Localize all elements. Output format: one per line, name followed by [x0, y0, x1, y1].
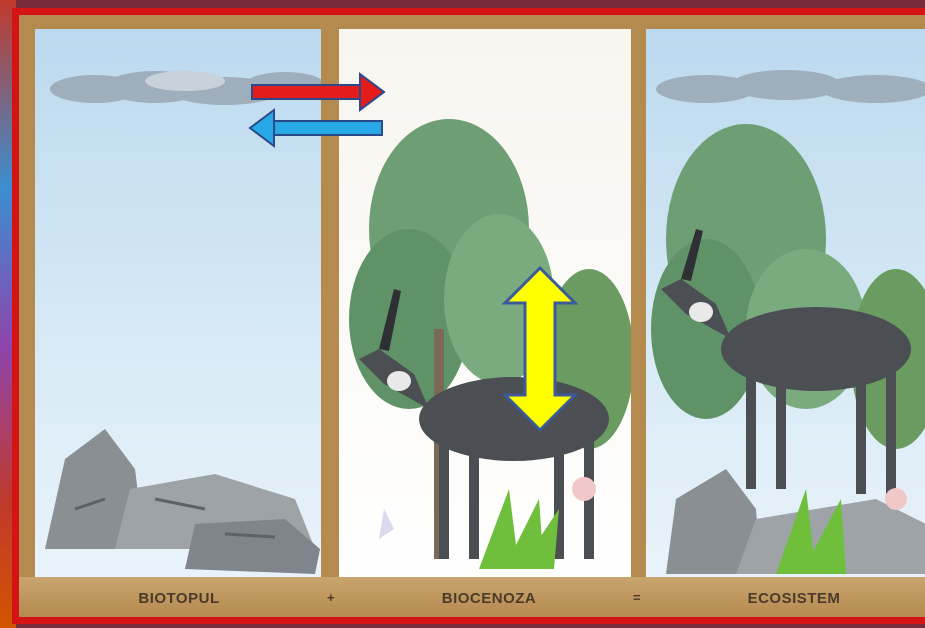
biotope-label: BIOTOPUL: [89, 590, 269, 607]
exchange-arrows: [248, 72, 388, 148]
equals-sign: =: [633, 590, 641, 605]
ecosystem-panel: [646, 29, 925, 591]
rocks: [45, 429, 320, 574]
plus-sign: +: [327, 590, 335, 605]
arrow-right-icon: [252, 74, 384, 110]
vertical-double-arrow-icon: [500, 265, 580, 433]
ecosystem-label: ECOSISTEM: [704, 590, 884, 607]
ecosystem-illustration: [646, 29, 925, 591]
diagram-frame: BIOTOPUL + BIOCENOZA = ECOSISTEM: [12, 8, 925, 624]
cloud: [656, 70, 925, 103]
label-bar: BIOTOPUL + BIOCENOZA = ECOSISTEM: [19, 577, 925, 617]
biocenosis-label: BIOCENOZA: [399, 590, 579, 607]
trees: [651, 124, 925, 449]
arrow-left-icon: [250, 110, 382, 146]
